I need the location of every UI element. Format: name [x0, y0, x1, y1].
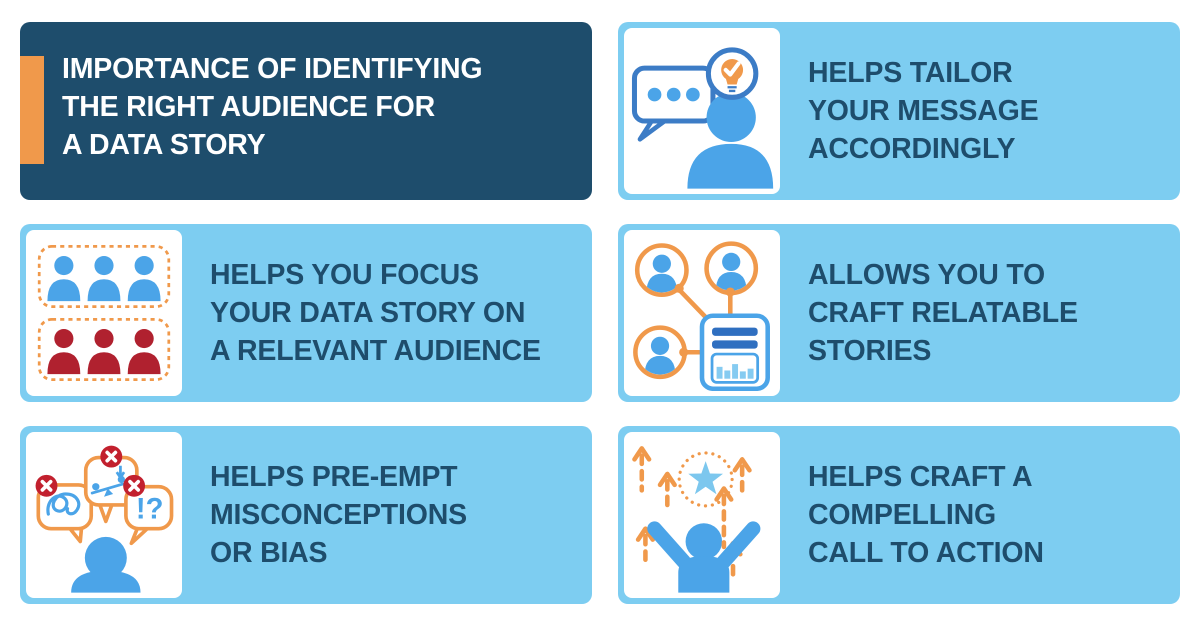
benefit-panel-tailor-message: HELPS TAILOR YOUR MESSAGE ACCORDINGLY	[618, 22, 1180, 200]
page-title: IMPORTANCE OF IDENTIFYING THE RIGHT AUDI…	[62, 50, 582, 164]
benefit-text: ALLOWS YOU TO CRAFT RELATABLE STORIES	[808, 259, 1078, 367]
icon-tile	[624, 28, 780, 194]
benefit-panel-relatable-stories: ALLOWS YOU TO CRAFT RELATABLE STORIES	[618, 224, 1180, 402]
benefit-panel-preempt-bias: !? HELPS PRE-EMPT MISCONCEPTIONS	[20, 426, 592, 604]
icon-tile: !?	[26, 432, 182, 598]
benefit-text: HELPS CRAFT A COMPELLING CALL TO ACTION	[808, 461, 1044, 569]
title-line: THE RIGHT AUDIENCE FOR	[62, 91, 435, 123]
celebrating-person-star-icon	[632, 446, 761, 593]
benefit-text: HELPS PRE-EMPT MISCONCEPTIONS OR BIAS	[210, 461, 467, 569]
title-panel: IMPORTANCE OF IDENTIFYING THE RIGHT AUDI…	[20, 22, 592, 200]
person-message-lightbulb-icon	[631, 47, 774, 189]
benefit-panel-call-to-action: HELPS CRAFT A COMPELLING CALL TO ACTION	[618, 426, 1180, 604]
icon-tile	[624, 230, 780, 396]
interrobang-glyph: !?	[136, 494, 164, 526]
title-line: IMPORTANCE OF IDENTIFYING	[62, 53, 483, 85]
benefit-text: HELPS YOU FOCUS YOUR DATA STORY ON A REL…	[210, 259, 541, 367]
title-line: A DATA STORY	[62, 129, 266, 161]
benefit-text: HELPS TAILOR YOUR MESSAGE ACCORDINGLY	[808, 57, 1039, 165]
audience-groups-icon	[37, 245, 171, 381]
icon-tile	[624, 432, 780, 598]
people-network-report-icon	[633, 241, 770, 391]
orange-accent-bar	[20, 56, 44, 164]
icon-tile	[26, 230, 182, 396]
misconception-speech-bubbles-icon: !?	[35, 445, 174, 593]
benefit-panel-focus-audience: HELPS YOU FOCUS YOUR DATA STORY ON A REL…	[20, 224, 592, 402]
